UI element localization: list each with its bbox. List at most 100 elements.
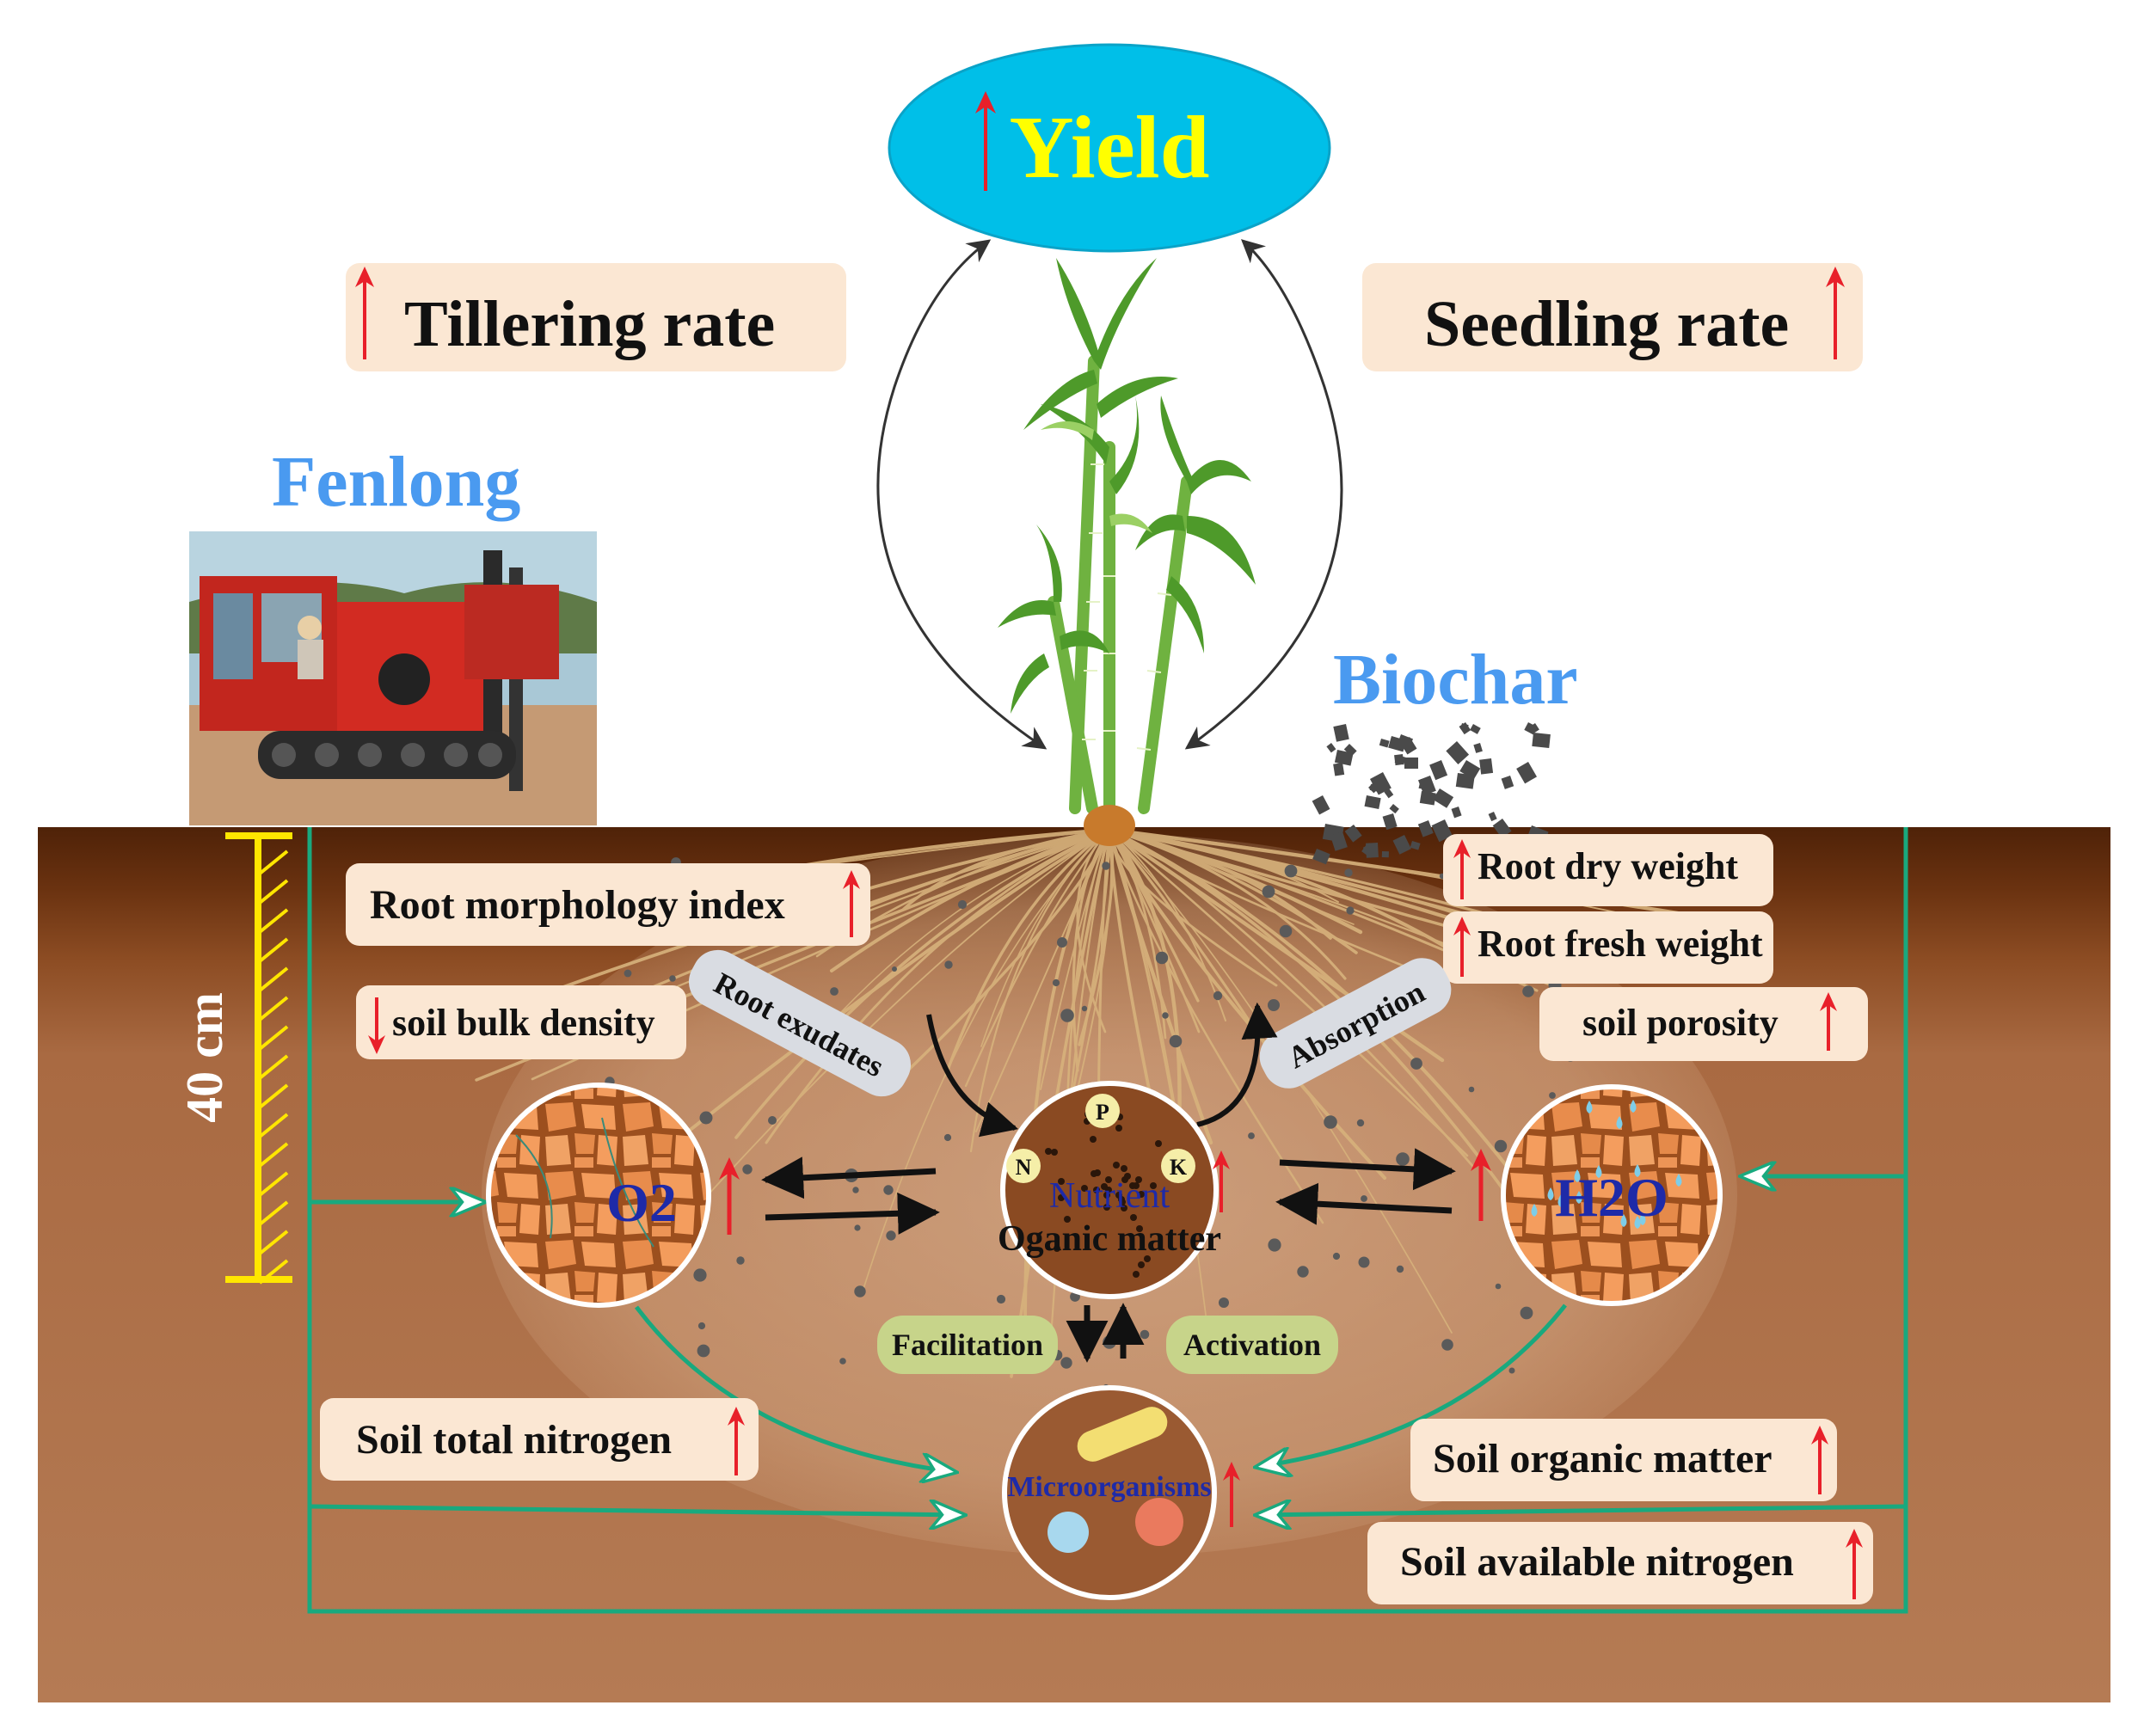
- water-drop-icon: [1547, 1187, 1554, 1200]
- phosphorus-label: P: [1096, 1100, 1109, 1125]
- water-drop-icon: [1557, 1194, 1564, 1207]
- biochar-particle: [1326, 743, 1336, 753]
- biochar-particle: [1396, 1265, 1404, 1273]
- biochar-particle: [1520, 1306, 1533, 1320]
- biochar-particle: [1479, 758, 1494, 775]
- increase-arrow-icon: [355, 267, 374, 359]
- ruler-hatch: [258, 1054, 289, 1080]
- plant-to-yield-arrow-right: [1184, 239, 1343, 750]
- biochar-particle: [1103, 1335, 1116, 1349]
- soil-bulk-density-box: soil bulk density: [356, 985, 686, 1059]
- biochar-particle: [669, 975, 676, 982]
- biochar-particle: [1268, 999, 1280, 1011]
- biochar-particle: [1501, 776, 1514, 789]
- biochar-particle: [1516, 762, 1538, 784]
- nutrient-particle: [1101, 1183, 1108, 1190]
- biochar-particle: [697, 1322, 706, 1330]
- biochar-particle: [1297, 1266, 1309, 1278]
- yield-node: Yield: [888, 43, 1331, 253]
- nutrient-particle: [1144, 1255, 1151, 1262]
- biochar-particle: [1312, 795, 1330, 815]
- nutrient-particle: [1058, 1194, 1065, 1201]
- biochar-particle: [1417, 776, 1436, 796]
- depth-ruler: 40 cm: [176, 832, 292, 1285]
- biochar-particle: [1451, 807, 1462, 819]
- nutrient-particle: [1105, 1176, 1112, 1183]
- biochar-particle: [1508, 1367, 1515, 1374]
- biochar-particle: [1429, 760, 1448, 781]
- water-drop-icon: [1531, 1204, 1538, 1217]
- root-morphology-label: Root morphology index: [370, 882, 785, 928]
- root-strand: [607, 828, 1111, 1196]
- nutrient-particle: [1054, 1245, 1060, 1252]
- root-strand: [1040, 829, 1110, 1090]
- root-strand: [944, 828, 1111, 1077]
- soil-total-nitrogen-label: Soil total nitrogen: [356, 1417, 672, 1463]
- biochar-label: Biochar: [1333, 640, 1578, 720]
- biochar-particle: [1384, 788, 1394, 799]
- root-dry-weight-label: Root dry weight: [1478, 845, 1738, 887]
- biochar-particle: [1213, 991, 1223, 1001]
- increase-arrow-icon: [1453, 917, 1471, 977]
- activation-label: Activation: [1183, 1328, 1321, 1362]
- nutrient-particle: [1124, 1173, 1131, 1180]
- biochar-particle: [1522, 985, 1534, 997]
- biochar-particle: [1279, 924, 1293, 938]
- exchange-arrows: [761, 1148, 1456, 1363]
- phosphorus-badge: [1085, 1094, 1120, 1128]
- biochar-particle: [1330, 831, 1348, 851]
- soil-available-nitrogen-box: Soil available nitrogen: [1367, 1522, 1873, 1604]
- root-strand: [975, 829, 1110, 1132]
- nutrient-particle: [1135, 1176, 1142, 1183]
- root-strand: [1109, 829, 1688, 929]
- biochar-particle: [1399, 737, 1417, 755]
- biochar-particle: [1492, 819, 1512, 838]
- water-circle: H2O: [1501, 1084, 1723, 1306]
- biochar-particle: [1495, 1283, 1502, 1290]
- increase-arrow-icon: [1223, 1462, 1240, 1527]
- root-strand: [765, 828, 1111, 1144]
- biochar-particle: [1155, 951, 1169, 965]
- biochar-particle: [1532, 733, 1551, 749]
- nutrient-label: Nutrient: [1049, 1176, 1170, 1216]
- ruler-hatch: [258, 850, 289, 875]
- increase-arrow-icon: [1846, 1529, 1863, 1599]
- nitrogen-badge: [1006, 1149, 1041, 1183]
- nutrient-particle: [1121, 1205, 1127, 1212]
- nutrient-particle: [1138, 1191, 1145, 1198]
- biochar-particle: [699, 1111, 713, 1125]
- tillering-rate-box: Tillering rate: [346, 263, 846, 371]
- nutrient-particle: [1093, 1187, 1100, 1193]
- nutrient-circle: P N K Nutrient Oganic matter: [998, 1081, 1221, 1299]
- biochar-particle: [854, 1224, 861, 1231]
- nutrient-particle: [1090, 1136, 1097, 1143]
- fenlong-machine-photo: [189, 531, 597, 825]
- activation-tag: Activation: [1166, 1316, 1338, 1374]
- biochar-particle: [1470, 724, 1481, 734]
- increase-arrow-icon: [1811, 1426, 1828, 1494]
- biochar-particle: [1417, 820, 1434, 837]
- o2-to-microbe-line: [635, 1305, 955, 1472]
- biochar-particle: [1262, 885, 1275, 899]
- plant-to-yield-arrow-left: [876, 239, 1047, 750]
- root-strand: [980, 829, 1110, 1047]
- biochar-particle: [886, 1230, 896, 1241]
- biochar-particle: [839, 1358, 846, 1365]
- potassium-label: K: [1170, 1155, 1188, 1180]
- biochar-particle: [1162, 1012, 1169, 1019]
- biochar-particle: [1057, 937, 1067, 948]
- biochar-particle: [1333, 763, 1345, 776]
- biochar-particle: [1379, 739, 1390, 748]
- nutrient-particle: [1058, 1178, 1065, 1185]
- biochar-particle: [736, 1256, 745, 1265]
- root-fresh-weight-box: Root fresh weight: [1443, 911, 1773, 984]
- nutrient-particle: [1121, 1165, 1127, 1172]
- biochar-particle: [943, 1133, 952, 1142]
- biochar-particle: [1394, 754, 1406, 765]
- biochar-particle: [1334, 750, 1354, 766]
- nutrient-particle: [1094, 1169, 1101, 1176]
- nutrient-particle: [1130, 1214, 1137, 1221]
- increase-arrow-icon: [728, 1407, 745, 1475]
- biochar-particle: [1344, 825, 1362, 843]
